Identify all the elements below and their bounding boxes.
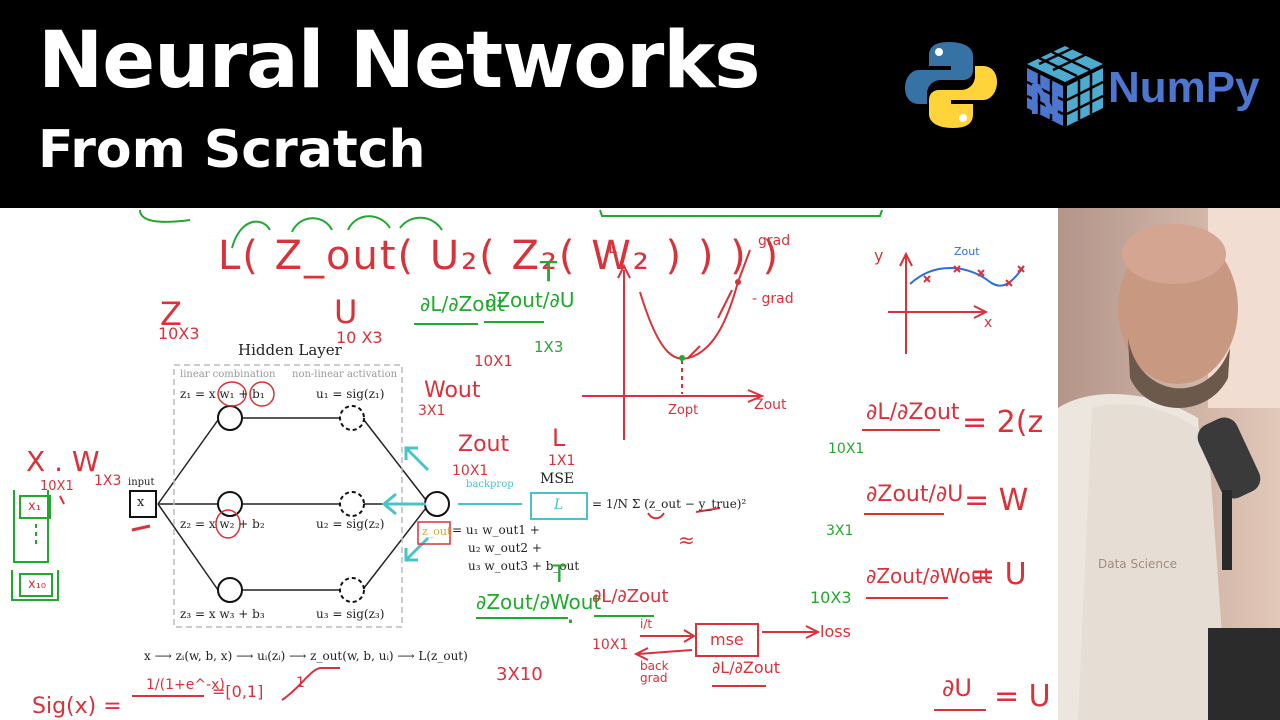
zout-sum-line-1: = u₁ w_out1 + bbox=[452, 523, 540, 537]
green-dzout-du: ∂Zout/∂U bbox=[486, 288, 575, 312]
bottom-dl-dzout: ∂L/∂Zout bbox=[592, 586, 669, 607]
numpy-cube-icon: N bbox=[1026, 44, 1104, 126]
mse-formula: = 1/N Σ (z_out − y_true)² bbox=[592, 497, 747, 511]
back-grad-label: back grad bbox=[640, 659, 669, 685]
green-dl-dzout: ∂L/∂Zout bbox=[420, 292, 506, 316]
graph-zout-axis: Zout bbox=[754, 397, 787, 413]
x-dim: 10X1 bbox=[40, 479, 74, 494]
zout-label: Zout bbox=[458, 432, 510, 457]
eq4-rhs: = U bbox=[994, 679, 1051, 714]
wout-dim: 3X1 bbox=[418, 403, 446, 419]
mse-label: MSE bbox=[540, 471, 575, 487]
z-matrix-dim: 10X3 bbox=[158, 324, 200, 343]
eq3-dim: 10X3 bbox=[810, 588, 852, 607]
z-matrix-label: Z bbox=[160, 295, 182, 333]
sigmoid-range: =[0,1] bbox=[212, 682, 264, 701]
bottom-transpose: T bbox=[552, 560, 567, 588]
x-dot-w: X . W bbox=[26, 445, 100, 478]
input-node-x: x bbox=[137, 495, 145, 510]
eq2-dim: 3X1 bbox=[826, 523, 854, 539]
z3-equation: z₃ = x w₃ + b₃ bbox=[180, 607, 265, 621]
mse-node: mse bbox=[710, 630, 744, 649]
hidden-layer-title: Hidden Layer bbox=[238, 341, 342, 359]
approx-mark: ≈ bbox=[678, 528, 695, 552]
graph-l-axis: L bbox=[608, 238, 617, 257]
mini-zout-label: Zout bbox=[954, 245, 980, 258]
eq1-rhs: = 2(z bbox=[962, 405, 1044, 440]
whiteboard-strokes bbox=[11, 209, 1025, 711]
loss-node: loss bbox=[820, 622, 851, 641]
transpose-mark: T bbox=[540, 255, 558, 288]
loss-box-label: L bbox=[554, 497, 564, 513]
webcam-feed: Data Science bbox=[1058, 208, 1280, 720]
u3-equation: u₃ = sig(z₃) bbox=[316, 607, 385, 621]
u-matrix-label: U bbox=[334, 293, 358, 331]
x10-cell: x₁₀ bbox=[28, 577, 47, 592]
sigmoid-one: 1 bbox=[296, 675, 305, 691]
wout-label: Wout bbox=[424, 378, 481, 403]
l-label: L bbox=[552, 424, 566, 452]
u2-equation: u₂ = sig(z₂) bbox=[316, 517, 385, 531]
linear-combination-label: linear combination bbox=[180, 369, 276, 380]
w-dim: 1X3 bbox=[94, 473, 122, 489]
u1-equation: u₁ = sig(z₁) bbox=[316, 387, 385, 401]
forward-flow: x ⟶ zᵢ(w, b, x) ⟶ uᵢ(zᵢ) ⟶ z_out(w, b, u… bbox=[144, 649, 468, 663]
sigmoid-fraction: 1/(1+e^-x) bbox=[146, 677, 225, 693]
eq2-numerator: ∂Zout/∂U bbox=[866, 482, 964, 507]
z1-equation: z₁ = x w₁ + b₁ bbox=[180, 387, 265, 401]
svg-text:N: N bbox=[1029, 75, 1061, 124]
zout-sum-line-2: u₂ w_out2 + bbox=[468, 541, 542, 555]
dim-1x3: 1X3 bbox=[534, 338, 564, 356]
nonlinear-activation-label: non-linear activation bbox=[292, 369, 398, 380]
zopt-label: Zopt bbox=[668, 403, 699, 418]
python-logo-icon bbox=[905, 42, 997, 128]
dim-10x1: 10X1 bbox=[474, 352, 513, 370]
u-matrix-dim: 10 X3 bbox=[336, 328, 383, 347]
eq3-numerator: ∂Zout/∂Wout bbox=[866, 564, 992, 588]
eq1-numerator: ∂L/∂Zout bbox=[866, 400, 960, 425]
zout-dim: 10X1 bbox=[452, 463, 489, 479]
title-banner bbox=[0, 0, 1280, 208]
numpy-logo-text: NumPy bbox=[1108, 63, 1260, 112]
loss-chain: L( Z_out( U₂( Z₂( W₂ ) ) ) ) bbox=[218, 233, 781, 279]
sigmoid-definition: Sig(x) = bbox=[32, 694, 122, 719]
video-subtitle: From Scratch bbox=[38, 120, 426, 180]
bottom-dim-3x10: 3X10 bbox=[496, 664, 543, 685]
z2-equation: z₂ = x w₂ + b₂ bbox=[180, 517, 265, 531]
backprop-label: backprop bbox=[466, 479, 514, 490]
video-title: Neural Networks bbox=[38, 16, 761, 106]
grad-label: grad bbox=[758, 233, 791, 249]
mini-x-axis: x bbox=[984, 315, 993, 331]
eq2-rhs: = W bbox=[964, 483, 1029, 518]
eq1-dim: 10X1 bbox=[828, 441, 865, 457]
zout-sum-line-3: u₃ w_out3 + b_out bbox=[468, 559, 580, 573]
bottom-dot: · bbox=[566, 605, 575, 638]
bottom-dim-10x1: 10X1 bbox=[592, 637, 629, 653]
l-dim: 1X1 bbox=[548, 453, 576, 469]
shirt-text: Data Science bbox=[1098, 557, 1177, 571]
neg-grad-label: - grad bbox=[752, 291, 794, 307]
x1-cell: x₁ bbox=[28, 499, 41, 514]
eq4-numerator: ∂U bbox=[942, 674, 972, 702]
input-label: input bbox=[128, 477, 155, 488]
mse-dl-dzout: ∂L/∂Zout bbox=[712, 658, 781, 677]
mini-y-axis: y bbox=[874, 246, 884, 265]
zout-box-label: z_out bbox=[422, 525, 452, 538]
bottom-dzout-dwout: ∂Zout/∂Wout bbox=[476, 590, 602, 614]
it-label: i/t bbox=[640, 617, 653, 631]
whiteboard: L( Z_out( U₂( Z₂( W₂ ) ) ) ) Z 10X3 U 10… bbox=[0, 208, 1058, 720]
eq3-rhs: = U bbox=[970, 557, 1027, 592]
